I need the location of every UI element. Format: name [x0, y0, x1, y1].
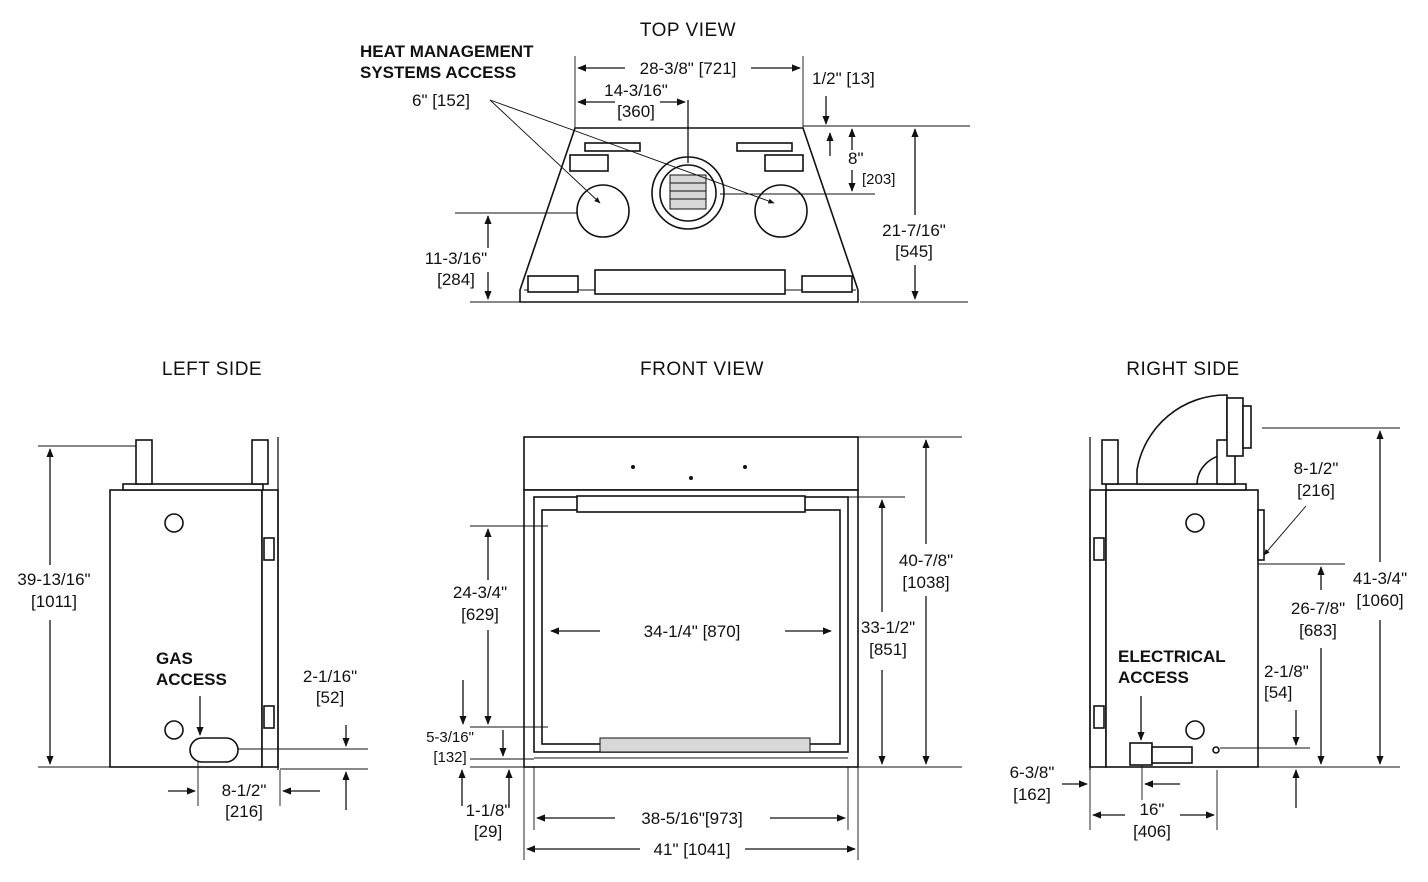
right-elec-offset-label-2: [162] — [1013, 785, 1051, 804]
front-opening-height-label-1: 24-3/4" — [453, 583, 507, 602]
top-bracket-front-right — [801, 275, 853, 293]
front-base-label-2: [132] — [433, 749, 466, 766]
left-side-body — [109, 489, 263, 768]
top-depth-label-1: 21-7/16" — [882, 221, 946, 240]
top-width-label: 28-3/8" [721] — [640, 59, 737, 78]
top-hms-duct-right — [754, 184, 808, 238]
left-gas-width-label-2: [216] — [225, 802, 263, 821]
right-vent-height-label-1: 26-7/8" — [1291, 599, 1345, 618]
top-depth-label-2: [545] — [895, 242, 933, 261]
left-standoff-rear — [135, 439, 153, 485]
top-bracket-left — [569, 154, 609, 172]
electrical-access-label-line2: ACCESS — [1118, 668, 1189, 687]
right-total-height-label-1: 41-3/4" — [1353, 569, 1407, 588]
right-side-view: RIGHT SIDE ELECTRICAL ACCESS 8-1/2" [216… — [1010, 359, 1408, 841]
top-half-width-label-1: 14-3/16" — [604, 81, 668, 100]
left-side-view: LEFT SIDE GAS ACCESS 39-13/16" [1011] 2-… — [17, 359, 368, 821]
right-vent-elbow — [1136, 394, 1228, 485]
front-view: FRONT VIEW 34-1/4" [870] 24-3/4" [629] 5… — [426, 359, 962, 860]
front-total-height-label-1: 40-7/8" — [899, 551, 953, 570]
left-height-label-2: [1011] — [31, 592, 77, 611]
front-view-title: FRONT VIEW — [640, 359, 764, 380]
top-half-width-label-2: [360] — [617, 102, 655, 121]
front-hood — [523, 436, 859, 491]
gas-access-label-line1: GAS — [156, 649, 193, 668]
top-view-title: TOP VIEW — [640, 20, 736, 41]
right-vent-height-label-2: [683] — [1299, 621, 1337, 640]
front-control-area — [599, 737, 811, 753]
top-bracket-right — [764, 154, 804, 172]
right-total-height-label-2: [1060] — [1356, 591, 1403, 610]
top-setback-label-1: 8" — [848, 149, 864, 168]
top-hms-duct-left — [576, 184, 630, 238]
right-depth-label-2: [406] — [1133, 822, 1171, 841]
right-elec-height-label-2: [54] — [1264, 683, 1292, 702]
right-elec-offset-label-1: 6-3/8" — [1010, 763, 1055, 782]
front-total-width-label: 41" [1041] — [654, 840, 731, 859]
top-offset-label: 1/2" [13] — [812, 69, 875, 88]
left-gas-height-label-1: 2-1/16" — [303, 667, 357, 686]
front-total-height-label-2: [1038] — [902, 573, 949, 592]
front-frame-height-label-2: [851] — [869, 640, 907, 659]
top-vent-offset-label-1: 11-3/16" — [425, 249, 487, 268]
gas-access-port — [189, 737, 239, 763]
hms-access-label-line2: SYSTEMS ACCESS — [360, 63, 516, 82]
top-duct-diameter-label: 6" [152] — [412, 91, 470, 110]
left-side-title: LEFT SIDE — [162, 359, 262, 380]
left-gas-height-label-2: [52] — [316, 688, 344, 707]
front-base-label-1: 5-3/16" — [426, 729, 474, 746]
right-side-title: RIGHT SIDE — [1126, 359, 1239, 380]
right-depth-label-1: 16" — [1140, 800, 1165, 819]
right-vent-offset-label-2: [216] — [1297, 481, 1335, 500]
left-height-label-1: 39-13/16" — [17, 570, 90, 589]
front-opening-width-label: 34-1/4" [870] — [644, 622, 741, 641]
electrical-access-box — [1129, 742, 1153, 766]
right-side-body — [1105, 489, 1259, 768]
right-vent-offset-label-1: 8-1/2" — [1294, 459, 1339, 478]
right-elec-height-label-1: 2-1/8" — [1264, 662, 1309, 681]
left-standoff-front — [251, 439, 269, 485]
left-gas-width-label-1: 8-1/2" — [222, 781, 267, 800]
front-foot-label-1: 1-1/8" — [466, 801, 511, 820]
front-frame-height-label-1: 33-1/2" — [861, 618, 915, 637]
electrical-access-label-line1: ELECTRICAL — [1118, 647, 1226, 666]
gas-access-label-line2: ACCESS — [156, 670, 227, 689]
top-setback-label-2: [203] — [862, 171, 895, 188]
front-foot-label-2: [29] — [474, 822, 502, 841]
right-standoff-front — [1101, 439, 1119, 485]
top-vent-louver — [669, 174, 707, 210]
hms-access-label-line1: HEAT MANAGEMENT — [360, 42, 534, 61]
front-inner-width-label: 38-5/16"[973] — [641, 809, 743, 828]
top-bracket-front-left — [527, 275, 579, 293]
top-view: TOP VIEW HEAT MANAGEMENT SYSTEMS ACCESS … — [360, 20, 970, 303]
top-vent-offset-label-2: [284] — [437, 270, 475, 289]
front-opening-height-label-2: [629] — [461, 605, 499, 624]
